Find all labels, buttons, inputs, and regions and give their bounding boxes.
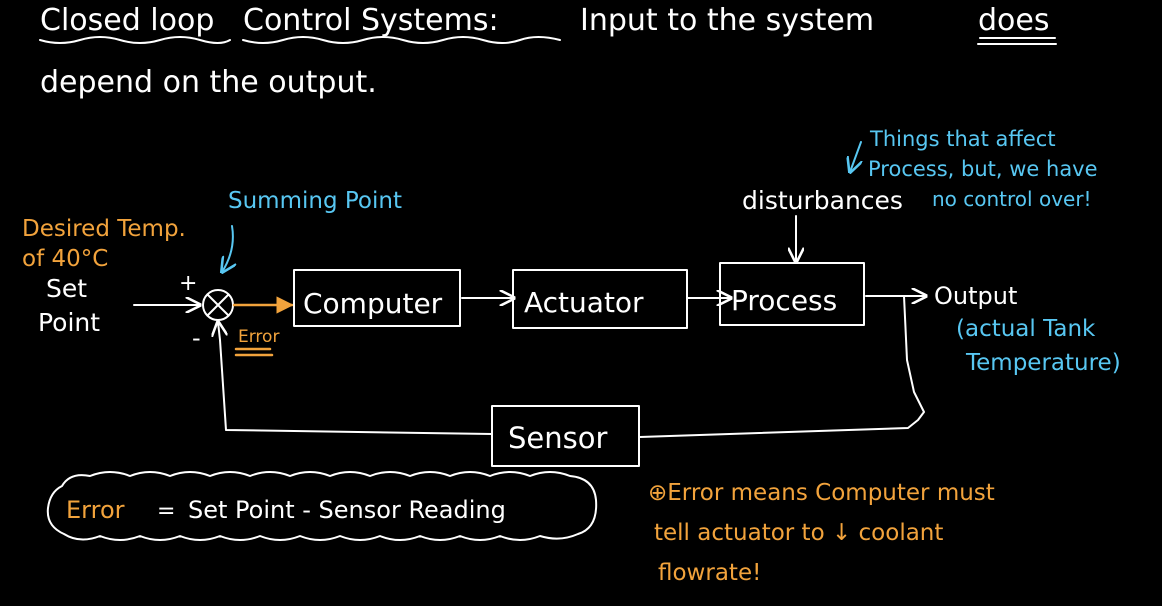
error-equation: Error = Set Point - Sensor Reading xyxy=(46,471,598,541)
output-label: Output xyxy=(934,282,1017,310)
equation-rest: Set Point - Sensor Reading xyxy=(188,496,506,524)
header-does: does xyxy=(978,3,1049,38)
plus-sign: + xyxy=(179,271,197,296)
minus-sign: - xyxy=(192,324,201,352)
output-line2: (actual Tank xyxy=(956,316,1096,342)
actuator-label: Actuator xyxy=(524,286,644,319)
output-line3: Temperature) xyxy=(965,350,1121,376)
process-block: Process xyxy=(719,262,865,326)
set-point-line2: Point xyxy=(38,308,100,337)
things-line1: Things that affect xyxy=(869,127,1056,151)
underline-control-systems xyxy=(242,36,561,44)
header-line2: depend on the output. xyxy=(40,65,377,100)
equation-equals: = xyxy=(157,499,175,524)
underline-closed-loop xyxy=(39,36,231,44)
desired-temp-line1: Desired Temp. xyxy=(22,216,186,242)
sensor-block: Sensor xyxy=(491,405,640,467)
note-line3: flowrate! xyxy=(658,560,761,586)
note-line2: tell actuator to ↓ coolant xyxy=(654,520,943,546)
feedback-from-output xyxy=(639,295,925,438)
header-input-text: Input to the system xyxy=(580,3,874,38)
feedback-to-junction xyxy=(218,322,493,435)
things-line3: no control over! xyxy=(932,187,1092,211)
process-label: Process xyxy=(731,284,837,317)
error-arrow-label: Error xyxy=(238,327,279,347)
disturbance-note: Things that affect Process, but, we have… xyxy=(850,127,1098,211)
header-control-systems: Control Systems: xyxy=(243,3,499,38)
header: Closed loop Control Systems: Input to th… xyxy=(39,3,1057,100)
actuator-block: Actuator xyxy=(512,269,688,329)
sensor-label: Sensor xyxy=(508,421,607,455)
disturbances-label: disturbances xyxy=(742,186,903,215)
note-line1: ⊕Error means Computer must xyxy=(648,480,995,506)
set-point-line1: Set xyxy=(46,274,87,303)
equation-error: Error xyxy=(66,496,125,524)
computer-block: Computer xyxy=(293,269,461,327)
equation-cloud xyxy=(46,471,598,541)
computer-label: Computer xyxy=(303,287,443,320)
summing-point-label: Summing Point xyxy=(228,188,402,214)
summing-point-arrow xyxy=(222,225,233,272)
header-closed-loop: Closed loop xyxy=(40,3,214,38)
error-note: ⊕Error means Computer must tell actuator… xyxy=(648,480,995,586)
summing-point-annotation: Summing Point xyxy=(222,188,402,272)
desired-temp-line2: of 40°C xyxy=(22,246,108,272)
things-line2: Process, but, we have xyxy=(868,157,1098,181)
things-arrow xyxy=(850,141,861,172)
summing-junction xyxy=(202,289,234,321)
